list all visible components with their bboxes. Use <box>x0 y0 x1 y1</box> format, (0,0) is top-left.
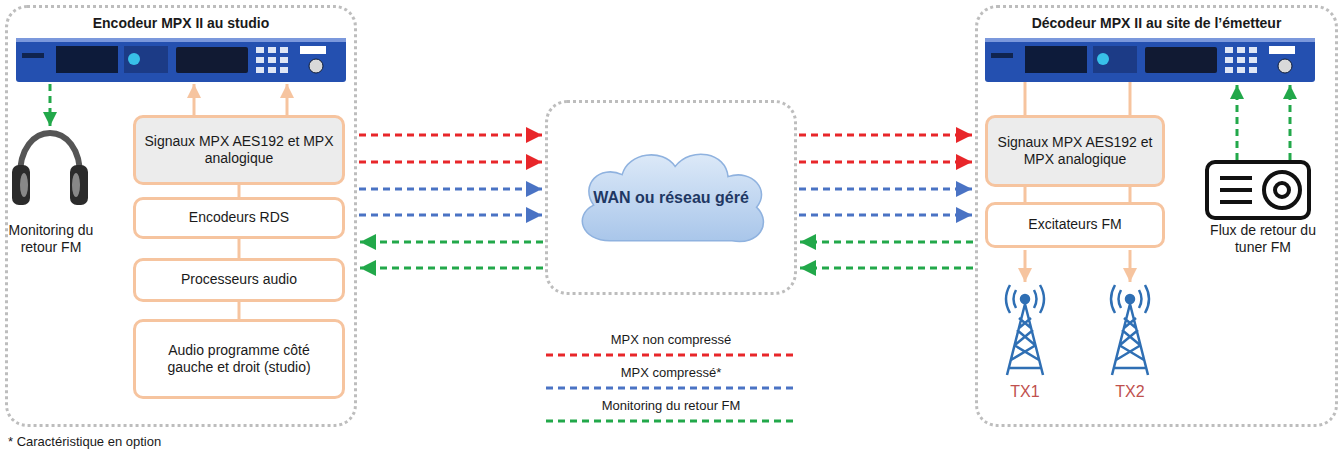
footnote: * Caractéristique en option <box>8 434 268 450</box>
signal-arrow <box>360 267 543 270</box>
process-box: Signaux MPX AES192 et MPX analogique <box>133 115 345 185</box>
region-panel: Encodeur MPX II au studioSignaux MPX AES… <box>5 5 357 427</box>
signal-arrow <box>359 161 542 164</box>
legend-sample <box>546 387 796 390</box>
region-title: Décodeur MPX II au site de l’émetteur <box>978 15 1335 31</box>
node-text: Signaux MPX AES192 et MPX analogique <box>996 134 1154 169</box>
node-text: Processeurs audio <box>181 271 297 289</box>
node-text: Signaux MPX AES192 et MPX analogique <box>144 133 334 168</box>
icon-label: TX1 <box>995 382 1055 401</box>
link-line <box>238 302 241 319</box>
node-text: WAN ou réseau géré <box>593 189 749 207</box>
icon-label: TX2 <box>1100 382 1160 401</box>
link-line <box>238 185 241 197</box>
link-line <box>1025 187 1130 202</box>
process-box: Signaux MPX AES192 et MPX analogique <box>985 115 1165 187</box>
signal-arrow <box>360 241 543 244</box>
process-box: Encodeurs RDS <box>133 197 345 239</box>
process-box: Processeurs audio <box>133 258 345 302</box>
legend-sample <box>546 354 796 357</box>
legend-text: MPX non compressé <box>546 332 796 347</box>
process-box: Excitateurs FM <box>985 202 1165 248</box>
signal-arrow <box>800 241 973 244</box>
signal-arrow <box>800 267 973 270</box>
icon-label: Flux de retour du tuner FM <box>1193 222 1333 256</box>
node-text: Excitateurs FM <box>1028 216 1121 234</box>
legend-text: Monitoring du retour FM <box>546 398 796 413</box>
signal-arrow <box>359 214 542 217</box>
node-text: Encodeurs RDS <box>189 209 289 227</box>
region-panel: Décodeur MPX II au site de l’émetteurSig… <box>975 5 1338 427</box>
region-title: Encodeur MPX II au studio <box>8 15 354 31</box>
icon-label: Monitoring du retour FM <box>2 222 100 256</box>
signal-arrow <box>799 188 972 191</box>
legend-sample <box>546 420 796 423</box>
signal-arrow <box>799 161 972 164</box>
signal-arrow <box>799 214 972 217</box>
legend-text: MPX compressé* <box>546 365 796 380</box>
process-box: Audio programme côté gauche et droit (st… <box>133 319 345 399</box>
link-line <box>238 239 241 258</box>
signal-arrow <box>359 134 542 137</box>
signal-arrow <box>799 134 972 137</box>
network-cloud: WAN ou réseau géré <box>545 100 797 295</box>
signal-arrow <box>359 188 542 191</box>
node-text: Audio programme côté gauche et droit (st… <box>144 342 334 377</box>
